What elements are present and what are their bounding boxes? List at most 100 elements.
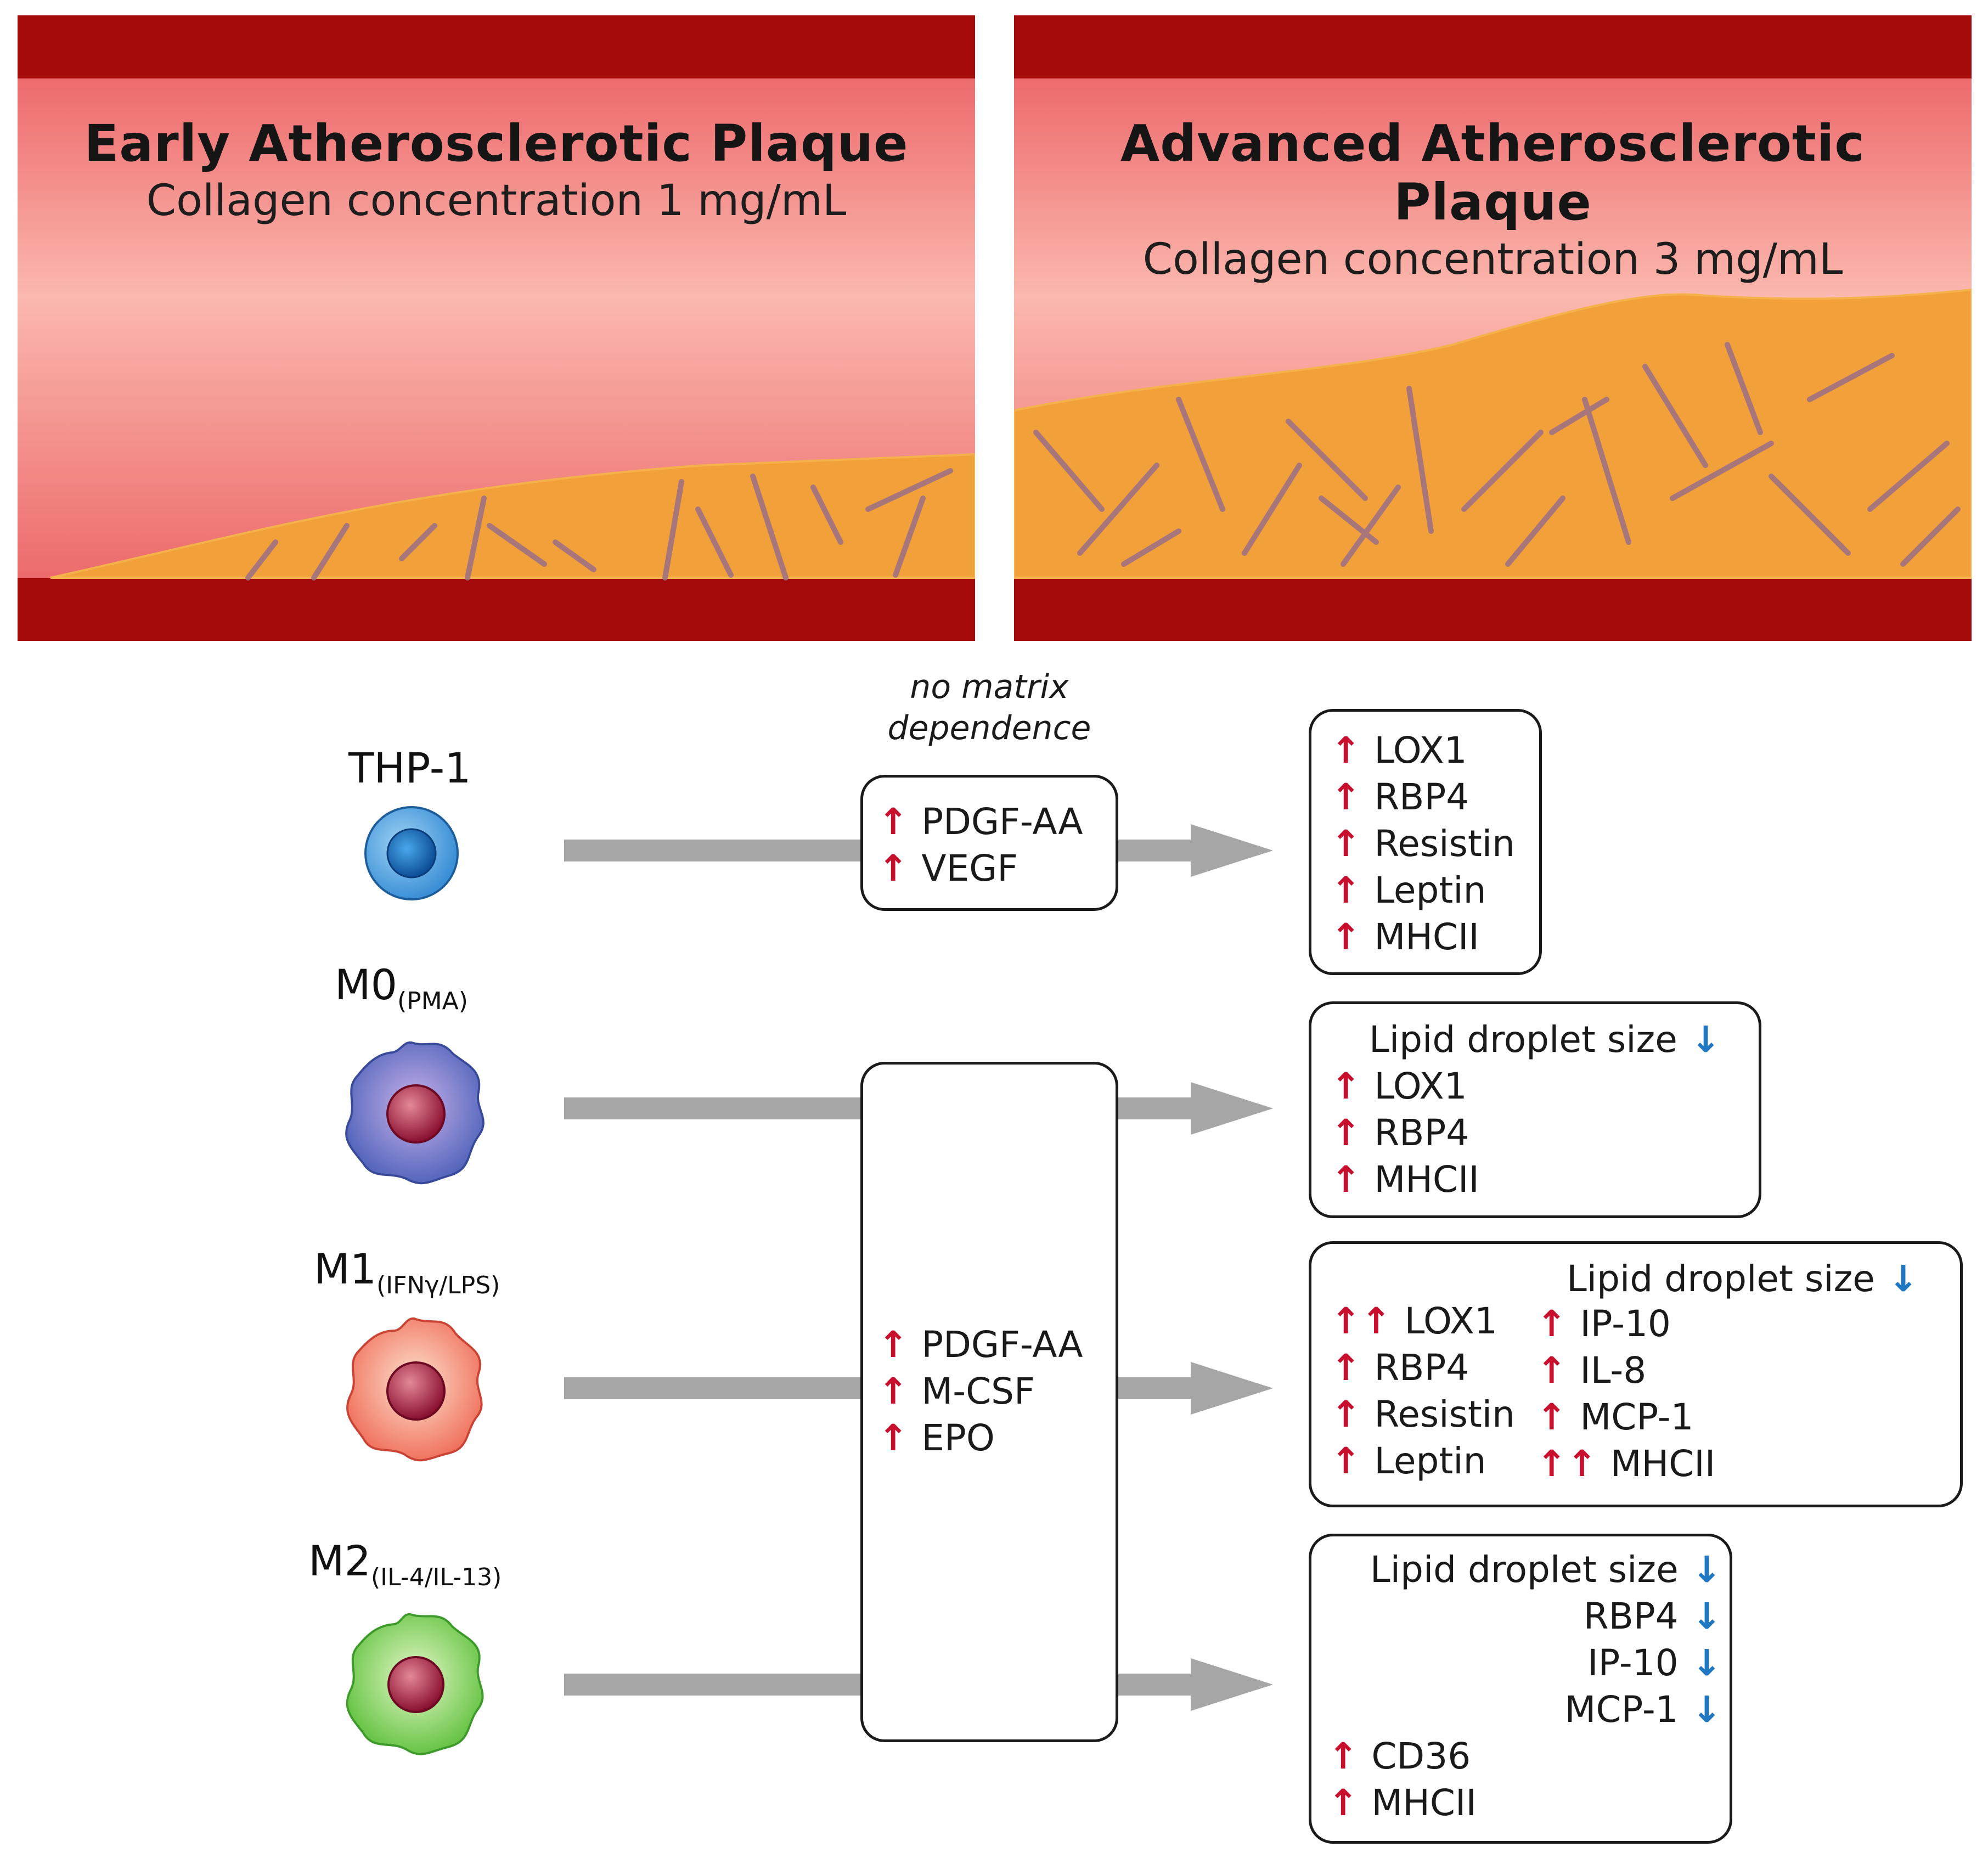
- mid-bottom-item-2: ↑M-CSF: [878, 1373, 1035, 1410]
- m0-label-text: M0: [335, 960, 397, 1009]
- m1-right-result-1: ↑ IP-10: [1536, 1306, 1671, 1342]
- up-arrow-icon: ↑: [1331, 823, 1361, 865]
- m1-left-result-1: ↑↑ LOX1: [1331, 1303, 1497, 1339]
- thp1-result-5-text: MHCII: [1374, 916, 1479, 958]
- mid-top-item-2-text: VEGF: [921, 847, 1018, 889]
- thp1-result-1-text: LOX1: [1374, 729, 1467, 771]
- m0-label-sub: (PMA): [397, 987, 468, 1015]
- result-box-m0: [1309, 1001, 1761, 1218]
- advanced-plaque-illustration: [1014, 15, 1972, 641]
- m2-arrow-bar-left: [564, 1674, 871, 1696]
- m1-left-result-3-text: Resistin: [1374, 1393, 1515, 1435]
- thp1-result-1: ↑LOX1: [1331, 733, 1467, 769]
- m2-down-result-1: RBP4↓: [1584, 1598, 1722, 1635]
- down-arrow-icon: ↓: [1691, 1548, 1722, 1591]
- up-arrow-icon: ↑: [1331, 1347, 1361, 1389]
- up-arrow-icon: ↑: [1536, 1396, 1567, 1438]
- thp1-result-4-text: Leptin: [1374, 869, 1486, 911]
- m1-right-result-3: ↑MCP-1: [1536, 1399, 1694, 1435]
- m0-result-2-text: RBP4: [1374, 1112, 1469, 1154]
- m1-lipid-text: Lipid droplet size: [1567, 1258, 1875, 1300]
- thp1-arrow-bar-right: [1114, 840, 1191, 861]
- up-arrow-icon: ↑: [1331, 916, 1361, 958]
- m0-result-3-text: MHCII: [1374, 1158, 1479, 1201]
- m0-arrow-bar-right: [1114, 1097, 1191, 1119]
- m1-arrow-bar-left: [564, 1377, 871, 1399]
- m2-up-result-1: ↑CD36: [1328, 1738, 1471, 1775]
- up-arrow-icon: ↑: [1331, 1393, 1361, 1435]
- m0-arrow-head: [1191, 1082, 1273, 1135]
- early-plaque-title: Early Atherosclerotic Plaque: [84, 114, 909, 173]
- m1-lipid-line: Lipid droplet size ↓: [1567, 1261, 1918, 1297]
- m1-left-result-3: ↑ Resistin: [1331, 1396, 1515, 1433]
- m2-down-result-3: MCP-1↓: [1565, 1692, 1722, 1728]
- m1-right-result-4-text: MHCII: [1610, 1443, 1716, 1485]
- up-arrow-icon: ↑: [1331, 1440, 1361, 1482]
- m1-arrow-head: [1191, 1362, 1273, 1415]
- mid-bottom-item-3-text: EPO: [921, 1417, 995, 1459]
- m2-up-result-2: ↑MHCII: [1328, 1785, 1477, 1821]
- up-arrow-icon: ↑: [1328, 1782, 1359, 1824]
- mid-box-bottom: [860, 1062, 1118, 1742]
- thp1-result-2-text: RBP4: [1374, 776, 1469, 818]
- double-up-arrow-icon: ↑↑: [1536, 1443, 1597, 1485]
- m1-label-sub: (IFNγ/LPS): [376, 1271, 500, 1299]
- m2-label-sub: (IL-4/IL-13): [370, 1563, 502, 1591]
- thp1-label-text: THP-1: [348, 744, 471, 792]
- mid-bottom-item-1-text: PDGF-AA: [921, 1324, 1083, 1366]
- m0-label: M0(PMA): [335, 960, 468, 1015]
- up-arrow-icon: ↑: [878, 801, 909, 843]
- down-arrow-icon: ↓: [1888, 1258, 1919, 1300]
- early-plaque-subtitle: Collagen concentration 1 mg/mL: [146, 176, 847, 226]
- mid-bottom-item-1: ↑ PDGF-AA: [878, 1327, 1083, 1363]
- double-up-arrow-icon: ↑↑: [1331, 1300, 1392, 1342]
- m1-label: M1(IFNγ/LPS): [314, 1244, 500, 1299]
- m2-arrow-bar-right: [1114, 1674, 1191, 1696]
- m0-lipid-line: Lipid droplet size↓: [1369, 1022, 1721, 1058]
- m1-label-text: M1: [314, 1244, 376, 1293]
- m1-left-result-2: ↑ RBP4: [1331, 1350, 1469, 1386]
- mid-top-item-1-text: PDGF-AA: [921, 801, 1083, 843]
- m1-right-result-2-text: IL-8: [1580, 1349, 1647, 1392]
- m0-arrow-bar-left: [564, 1097, 871, 1119]
- up-arrow-icon: ↑: [878, 1324, 909, 1366]
- mid-top-item-2: ↑VEGF: [878, 851, 1018, 887]
- advanced-plaque-title: Advanced Atherosclerotic Plaque: [1120, 114, 1865, 232]
- early-plaque-illustration: [18, 15, 975, 641]
- result-box-m1: [1309, 1241, 1963, 1507]
- m0-result-2: ↑ RBP4: [1331, 1115, 1469, 1151]
- m0-result-3: ↑MHCII: [1331, 1162, 1479, 1198]
- up-arrow-icon: ↑: [1331, 1065, 1361, 1107]
- m1-right-result-2: ↑IL-8: [1536, 1353, 1646, 1389]
- thp1-arrow-bar-left: [564, 840, 871, 861]
- result-box-m2: [1309, 1534, 1732, 1844]
- m2-lipid-line: Lipid droplet size↓: [1370, 1552, 1722, 1588]
- m2-up-result-1-text: CD36: [1371, 1735, 1471, 1777]
- m2-arrow-head: [1191, 1658, 1273, 1711]
- m2-lipid-text: Lipid droplet size: [1370, 1548, 1679, 1591]
- up-arrow-icon: ↑: [1536, 1303, 1567, 1345]
- mid-top-item-1: ↑ PDGF-AA: [878, 804, 1083, 840]
- up-arrow-icon: ↑: [1331, 1112, 1361, 1154]
- down-arrow-icon: ↓: [1690, 1018, 1721, 1061]
- m0-result-1: ↑LOX1: [1331, 1068, 1467, 1105]
- m2-cell-icon: [346, 1613, 484, 1755]
- m1-left-result-4-text: Leptin: [1374, 1440, 1486, 1482]
- thp1-result-3-text: Resistin: [1374, 823, 1515, 865]
- m2-down-result-1-text: RBP4: [1583, 1595, 1679, 1637]
- up-arrow-icon: ↑: [878, 1417, 909, 1459]
- m1-left-result-2-text: RBP4: [1374, 1347, 1469, 1389]
- up-arrow-icon: ↑: [1536, 1349, 1567, 1392]
- down-arrow-icon: ↓: [1691, 1642, 1722, 1684]
- m2-label: M2(IL-4/IL-13): [308, 1536, 502, 1591]
- early-plaque-panel: Early Atherosclerotic Plaque Collagen co…: [18, 15, 975, 641]
- m1-cell-icon: [346, 1317, 483, 1462]
- m1-right-result-1-text: IP-10: [1580, 1303, 1671, 1345]
- m0-cell-icon: [345, 1041, 485, 1185]
- mid-bottom-item-2-text: M-CSF: [921, 1370, 1035, 1412]
- thp1-arrow-head: [1191, 824, 1273, 877]
- m2-down-result-3-text: MCP-1: [1564, 1688, 1679, 1731]
- mid-bottom-item-3: ↑ EPO: [878, 1420, 995, 1456]
- up-arrow-icon: ↑: [1331, 776, 1361, 818]
- m1-left-result-1-text: LOX1: [1404, 1300, 1497, 1342]
